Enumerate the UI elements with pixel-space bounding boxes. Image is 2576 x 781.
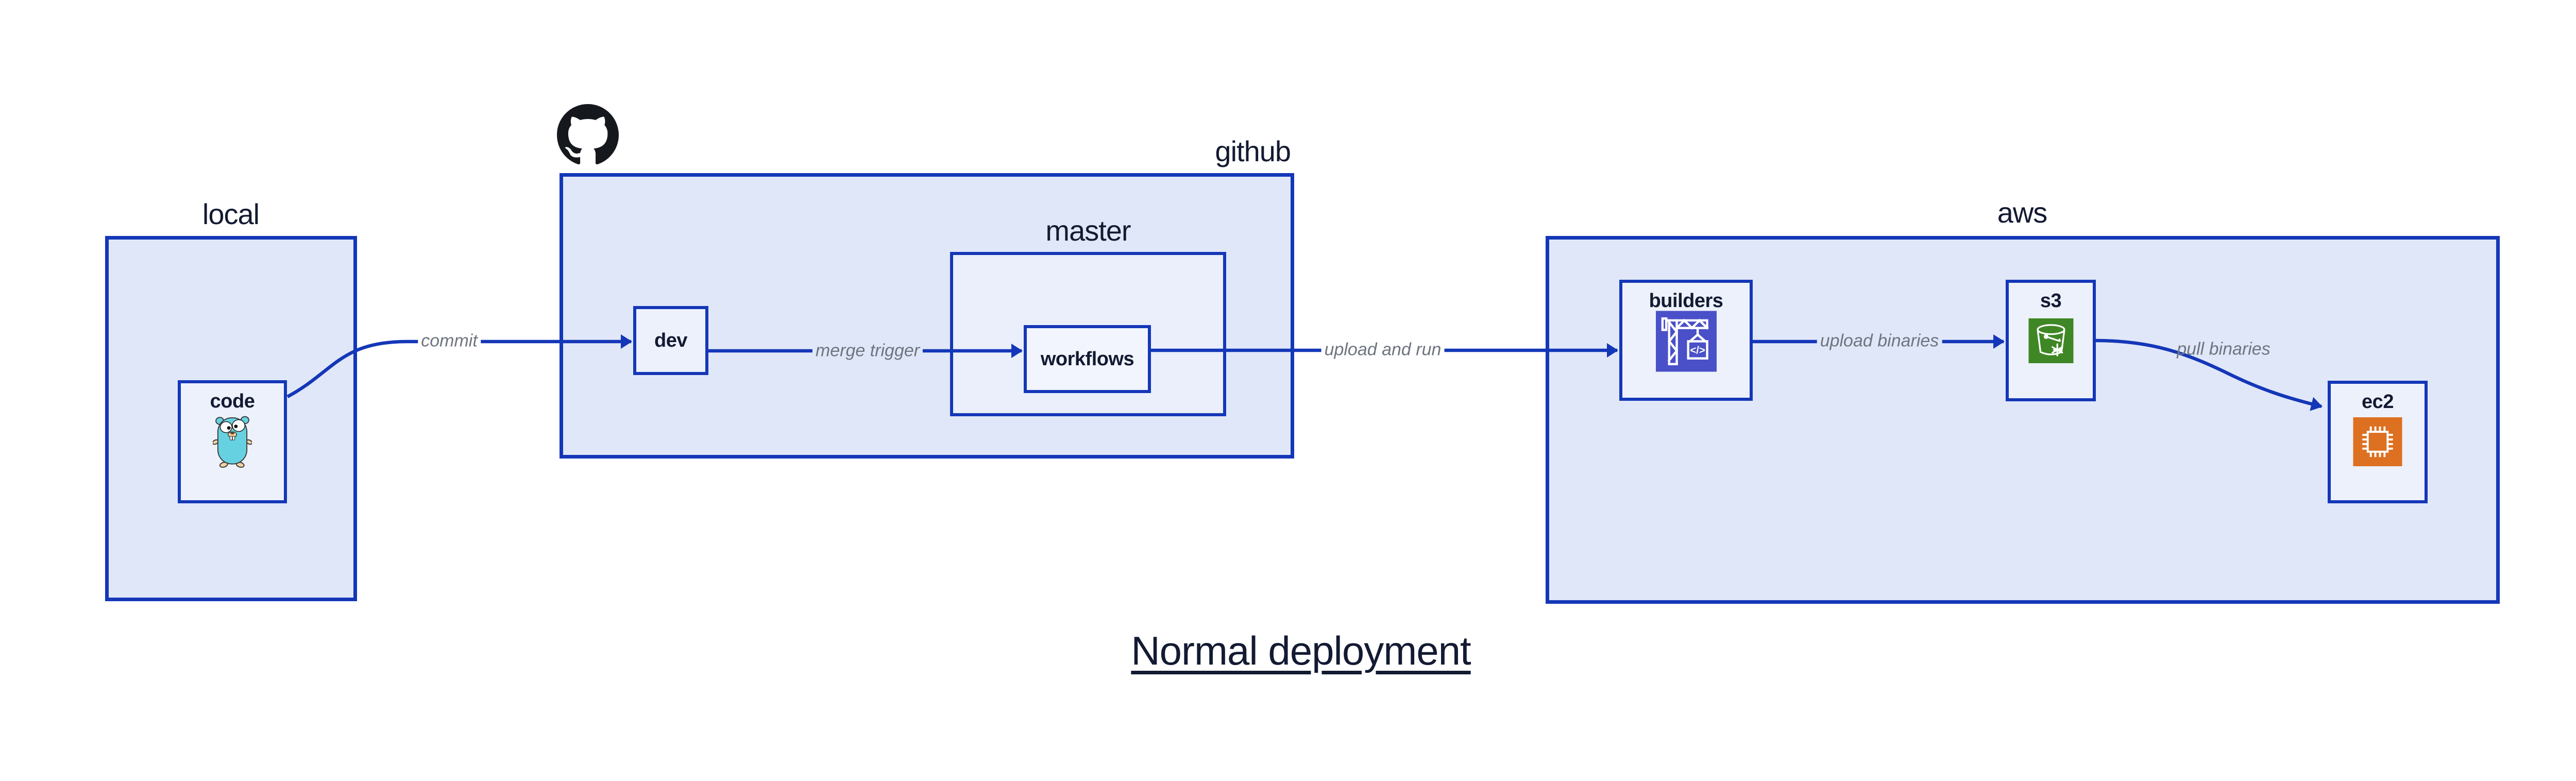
ec2-node-label: ec2 — [2362, 391, 2394, 413]
s3-node-label: s3 — [2040, 290, 2062, 312]
workflows-node: workflows — [1024, 325, 1151, 393]
go-gopher-icon — [213, 416, 252, 468]
pull-binaries-edge-label: pull binaries — [2177, 339, 2270, 359]
s3-bucket-icon — [2028, 318, 2074, 363]
upload-binaries-edge-label: upload binaries — [1817, 331, 1942, 351]
ec2-chip-icon — [2353, 417, 2402, 466]
dev-node-label: dev — [654, 330, 687, 351]
local-region-label: local — [202, 198, 260, 230]
commit-edge-label: commit — [418, 331, 481, 351]
github-logo-icon — [557, 104, 619, 165]
builders-node-label: builders — [1649, 290, 1723, 312]
dev-node: dev — [633, 306, 708, 375]
diagram-title: Normal deployment — [1131, 628, 1471, 673]
workflows-node-label: workflows — [1040, 348, 1134, 370]
master-region-label: master — [1045, 214, 1131, 247]
build-crane-icon: </> — [1656, 311, 1717, 372]
aws-region-label: aws — [1997, 196, 2048, 229]
github-region-label: github — [1215, 135, 1291, 167]
upload-and-run-edge-label: upload and run — [1321, 339, 1445, 360]
code-node-label: code — [210, 390, 255, 412]
merge-trigger-edge-label: merge trigger — [812, 341, 923, 361]
crane-code-glyph: </> — [1690, 345, 1705, 356]
